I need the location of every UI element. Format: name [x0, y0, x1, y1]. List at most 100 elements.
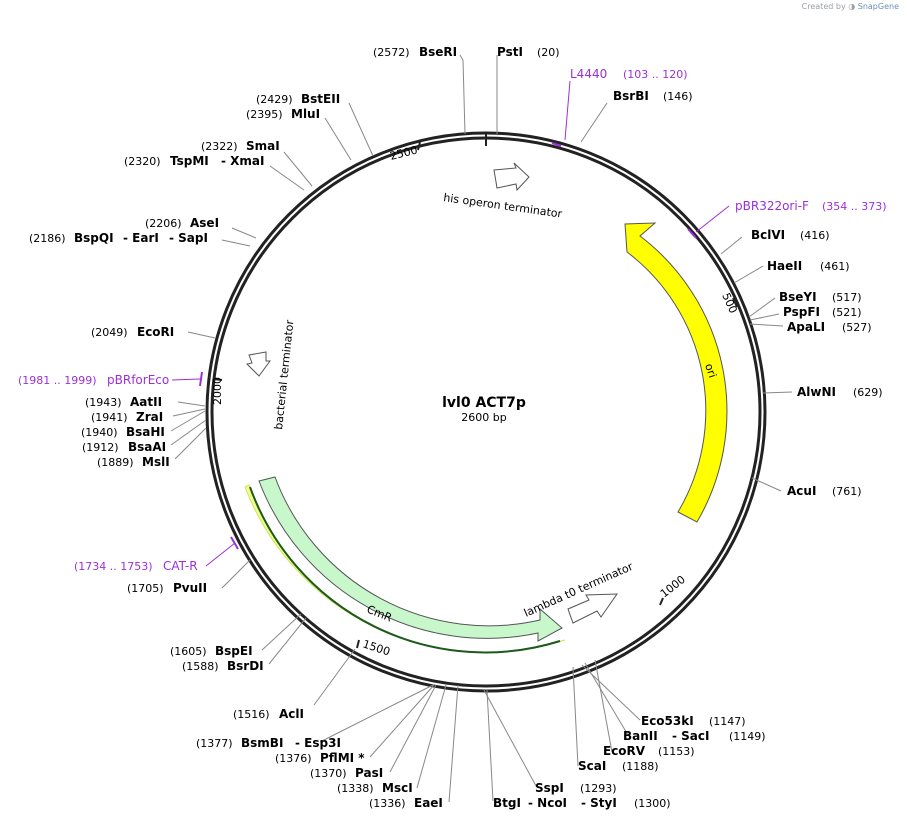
site-bsaai-pos: (1912) [82, 441, 119, 454]
site-asei[interactable]: AseI [190, 216, 219, 230]
site-zrai-pos: (1941) [91, 411, 128, 424]
site-btgi-pos: (1300) [634, 797, 671, 810]
site-bspqi-pos: (2186) [29, 232, 66, 245]
site-alwni-pos: (629) [853, 386, 883, 399]
site-bsrdi-pos: (1588) [182, 660, 219, 673]
site-scai-pos: (1188) [622, 760, 659, 773]
site-bspei[interactable]: BspEI [215, 644, 253, 658]
site-sapi[interactable]: - SapI [169, 231, 208, 245]
site-bsteii-pos: (2429) [256, 93, 293, 106]
primer-pbrforeco-range: (1981 .. 1999) [18, 374, 97, 387]
site-apali-pos: (527) [842, 321, 872, 334]
site-pvuii[interactable]: PvuII [173, 581, 207, 595]
site-smai[interactable]: SmaI [246, 139, 280, 153]
ori-label: ori [702, 362, 719, 380]
site-ncoi[interactable]: - NcoI [528, 796, 567, 810]
primer-cat-r-range: (1734 .. 1753) [74, 560, 153, 573]
site-ecorv-pos: (1153) [658, 745, 695, 758]
site-apali[interactable]: ApaLI [787, 320, 825, 334]
site-scai[interactable]: ScaI [578, 759, 606, 773]
site-eari[interactable]: - EarI [123, 231, 159, 245]
credit-brand: SnapGene [857, 2, 899, 11]
site-ecori-pos: (2049) [91, 326, 128, 339]
his-terminator-arrow[interactable] [493, 162, 530, 192]
tick-label-1000: 1000 [658, 573, 688, 600]
site-leaders [170, 54, 793, 803]
primer-pbr322ori-f: pBR322ori-F [735, 199, 809, 213]
plasmid-size: 2600 bp [461, 411, 506, 424]
tick-label-1500: 1500 [361, 637, 392, 658]
site-bspei-pos: (1605) [170, 645, 207, 658]
site-bsteii[interactable]: BstEII [301, 92, 340, 106]
site-saci[interactable]: - SacI [672, 729, 709, 743]
site-esp3i[interactable]: - Esp3I [295, 736, 341, 750]
site-sspi[interactable]: SspI [535, 781, 564, 795]
site-styi[interactable]: - StyI [581, 796, 617, 810]
snapgene-logo-icon: ◑ [848, 2, 856, 11]
site-bclvi-pos: (416) [800, 229, 830, 242]
site-bsrdi[interactable]: BsrDI [227, 659, 264, 673]
site-bspqi[interactable]: BspQI [74, 231, 114, 245]
site-pvuii-pos: (1705) [127, 582, 164, 595]
site-aatii[interactable]: AatII [130, 395, 162, 409]
site-mlui-pos: (2395) [246, 108, 283, 121]
site-pflmi[interactable]: PflMI * [320, 751, 365, 765]
site-tspmi-pos: (2320) [124, 155, 161, 168]
site-ecori[interactable]: EcoRI [137, 325, 174, 339]
site-tspmi[interactable]: TspMI [170, 154, 209, 168]
site-smai-pos: (2322) [201, 140, 238, 153]
site-btgi[interactable]: BtgI [493, 796, 521, 810]
cmr-primer-bar [249, 486, 561, 654]
site-pspfi[interactable]: PspFI [783, 305, 820, 319]
site-bsrbi[interactable]: BsrBI [613, 89, 649, 103]
site-bsaai[interactable]: BsaAI [128, 440, 166, 454]
plasmid-name: lvl0 ACT7p [442, 395, 526, 411]
cmr-arrow[interactable] [258, 476, 563, 642]
site-bsrbi-pos: (146) [663, 90, 693, 103]
lambda-terminator-arrow[interactable] [567, 593, 618, 624]
primer-l4440-range: (103 .. 120) [623, 68, 688, 81]
bacterial-terminator-arrow[interactable] [245, 351, 271, 377]
site-acli[interactable]: AclI [279, 707, 304, 721]
primer-labels: L4440 (103 .. 120) pBR322ori-F (354 .. 3… [18, 67, 887, 573]
site-eco53ki-pos: (1147) [709, 715, 746, 728]
site-banii[interactable]: BanII [623, 729, 658, 743]
site-pflmi-pos: (1376) [275, 752, 312, 765]
site-haeii[interactable]: HaeII [767, 259, 802, 273]
credit-prefix: Created by [801, 2, 846, 11]
site-zrai[interactable]: ZraI [136, 410, 163, 424]
primer-leaders [171, 80, 730, 567]
site-bseyi[interactable]: BseYI [779, 290, 817, 304]
site-acui[interactable]: AcuI [787, 484, 816, 498]
primer-cat-r: CAT-R [163, 559, 198, 573]
primer-l4440: L4440 [570, 67, 607, 81]
site-asei-pos: (2206) [145, 217, 182, 230]
tick-label-2000: 2000 [211, 377, 224, 405]
bacterial-terminator-label: bacterial terminator [272, 319, 296, 430]
site-sspi-pos: (1293) [580, 782, 617, 795]
site-msli-pos: (1889) [97, 456, 134, 469]
ori-feature[interactable] [624, 222, 728, 523]
site-bclvi[interactable]: BclVI [751, 228, 785, 242]
site-bseri[interactable]: BseRI [419, 45, 457, 59]
site-mlui[interactable]: MluI [291, 107, 320, 121]
site-aatii-pos: (1943) [85, 396, 122, 409]
his-terminator-label: his operon terminator [443, 191, 564, 221]
site-bsahi-pos: (1940) [81, 426, 118, 439]
site-msci-pos: (1338) [337, 782, 374, 795]
site-xmai[interactable]: - XmaI [221, 154, 264, 168]
site-psti[interactable]: PstI [497, 45, 523, 59]
site-msci[interactable]: MscI [382, 781, 413, 795]
site-bsmbi[interactable]: BsmBI [241, 736, 283, 750]
site-msli[interactable]: MslI [142, 455, 170, 469]
site-alwni[interactable]: AlwNI [797, 385, 836, 399]
site-bsahi[interactable]: BsaHI [126, 425, 165, 439]
site-pasi[interactable]: PasI [355, 766, 383, 780]
site-haeii-pos: (461) [820, 260, 850, 273]
site-eco53ki[interactable]: Eco53kI [641, 714, 694, 728]
site-banii-pos: (1149) [729, 730, 766, 743]
site-ecorv[interactable]: EcoRV [603, 744, 646, 758]
site-bseri-pos: (2572) [373, 46, 410, 59]
site-eaei[interactable]: EaeI [414, 796, 443, 810]
